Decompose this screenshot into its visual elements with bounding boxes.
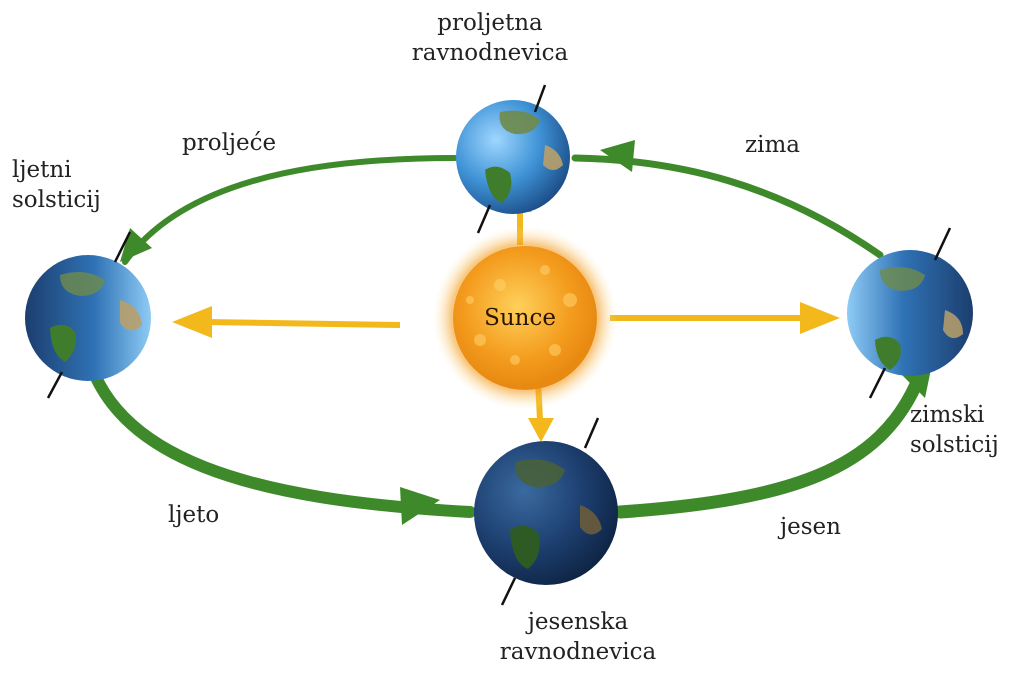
arrowhead-winter (600, 140, 635, 172)
earth-continent (543, 145, 563, 170)
earth-continent (580, 505, 602, 535)
earth-continent (120, 300, 142, 331)
earth-continent (499, 110, 540, 135)
label-season-spring: proljeće (182, 130, 277, 156)
label-season-summer: ljeto (168, 502, 220, 528)
label-spring-equinox: proljetna ravnodnevica (400, 8, 580, 68)
orbit-segment-winter (571, 154, 884, 259)
sun-arrow-left-head (172, 306, 212, 338)
earth-continent (880, 266, 925, 291)
sun-granule (563, 293, 577, 307)
label-season-winter: zima (745, 132, 800, 158)
label-summer-solstice: ljetni solsticij (12, 155, 101, 215)
sun-arrow-right-head (800, 302, 840, 334)
sun-label: Sunce (484, 305, 556, 331)
label-winter-solstice-line1: zimski (910, 402, 985, 428)
earth-spring-equinox (456, 84, 570, 234)
sun-arrow-down-head (528, 418, 554, 442)
earth-continent (514, 459, 565, 488)
orbit-segment-autumn (613, 373, 925, 519)
sun-granule (510, 355, 520, 365)
earth-axis (500, 417, 600, 606)
earth-autumn-equinox (474, 417, 618, 606)
label-autumn-equinox-line2: ravnodnevica (499, 639, 657, 665)
label-autumn-equinox: jesenska ravnodnevica (488, 607, 668, 667)
earth-winter-solstice (847, 227, 973, 399)
earth-globe (474, 441, 618, 585)
earth-summer-solstice (25, 231, 151, 399)
earth-globe (456, 100, 570, 214)
sun-granule (540, 265, 550, 275)
earth-continent (510, 525, 540, 569)
sun-texture (466, 265, 577, 365)
earth-continent (875, 336, 901, 370)
label-winter-solstice-line2: solsticij (910, 432, 999, 458)
sun-granule (549, 344, 561, 356)
label-summer-solstice-line1: ljetni (12, 157, 72, 183)
sun (433, 226, 617, 410)
earth-continent (485, 166, 512, 203)
earth-continent (50, 324, 76, 362)
sun-granule (494, 279, 506, 291)
earth-axis (868, 227, 952, 399)
label-winter-solstice: zimski solsticij (910, 400, 999, 460)
orbit-segment-spring (122, 155, 458, 265)
label-autumn-equinox-line1: jesenska (527, 609, 629, 635)
sun-body (453, 246, 597, 390)
sun-granule (466, 296, 474, 304)
label-season-autumn: jesen (780, 514, 841, 540)
earth-axis (46, 231, 132, 399)
orbit-segment-summer (79, 339, 476, 518)
earth-axis (476, 84, 547, 234)
arrowhead-summer (400, 487, 440, 525)
earth-continent (943, 310, 963, 339)
sun-granule (474, 334, 486, 346)
label-summer-solstice-line2: solsticij (12, 187, 101, 213)
sun-arrow-left (204, 319, 401, 328)
label-spring-equinox-line2: ravnodnevica (411, 40, 569, 66)
label-spring-equinox-line1: proljetna (437, 10, 543, 36)
earth-continent (60, 271, 105, 296)
